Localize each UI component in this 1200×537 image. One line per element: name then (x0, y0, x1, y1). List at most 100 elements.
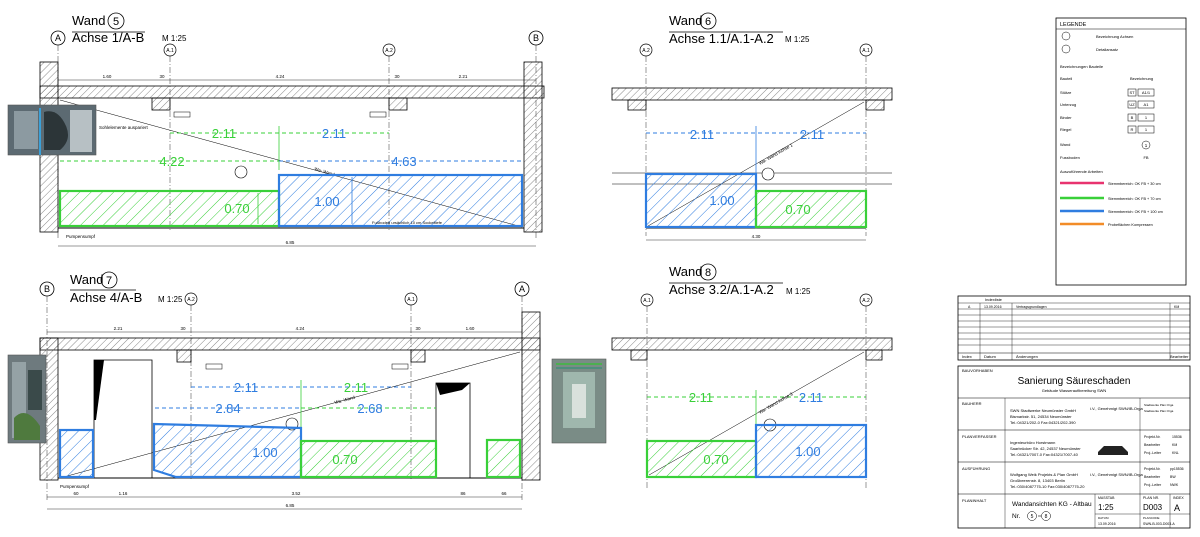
legend-work-30: Stemmbereich: OK FB + 30 cm (1060, 181, 1161, 186)
index-value: A (1174, 503, 1180, 513)
content-title: Wandansichten KG - Altbau (1012, 501, 1092, 508)
wall-6-number: 6 (705, 16, 711, 28)
wall-7-top-dim-4: 30 (415, 326, 421, 331)
exec-line-1: Wolfgang Weik Projekts & Plan GmbH (1010, 472, 1078, 477)
svg-text:Stemmbereich: OK FB + 30 cm: Stemmbereich: OK FB + 30 cm (1108, 182, 1161, 186)
svg-text:Stemmbereich: OK FB + 100 cm: Stemmbereich: OK FB + 100 cm (1108, 210, 1163, 214)
exec-right-1-label: Projekt-Nr. (1144, 467, 1161, 471)
wall-7-green-dim-2: 2.11 (344, 380, 368, 395)
wall-5-wall-note: Wa- Wand (314, 166, 336, 177)
wall-6-wall-note: Wa- Wand Achse 1 (758, 142, 794, 166)
wall-7-bottom-dim-1: 60 (73, 491, 79, 496)
svg-text:B: B (1131, 115, 1134, 120)
planner-right-1-label: Projekt-Nr. (1144, 435, 1161, 439)
content-num-2: 8 (1045, 514, 1048, 520)
wall-7-beam-tag-left (205, 363, 223, 370)
client-right-2: Stadtwerke Plan Orga (1144, 409, 1174, 413)
wall-8-number: 8 (705, 267, 711, 279)
svg-text:A.2: A.2 (862, 298, 870, 304)
legend-axis-symbol (1061, 31, 1071, 41)
wall-7-number-circle (100, 271, 118, 289)
wall-7-mid-green-dim: 2.68 (357, 401, 382, 416)
title-block: BAUVORHABEN Sanierung Säureschaden Gebäu… (957, 365, 1191, 529)
svg-text:Unterzug: Unterzug (1060, 102, 1076, 107)
wall-7-mid-blue-dim: 2.84 (215, 401, 240, 416)
exec-right-3-label: Proj.-Leiter (1144, 483, 1162, 487)
wall-5-left-note: Sohlelemente auspariert (99, 125, 149, 130)
svg-text:Stütze: Stütze (1060, 90, 1072, 95)
svg-text:A.2: A.2 (385, 48, 393, 54)
exec-stamp: i.V., Genehmigt SWN/IB-Orga (1090, 472, 1144, 477)
wall-7-ceiling-slab (39, 337, 541, 351)
wall-5-beam-left (151, 97, 171, 111)
content-num-1-circle (1027, 511, 1037, 521)
svg-text:1: 1 (1145, 143, 1148, 148)
wall-5-mid-green-dim: 4.22 (159, 154, 184, 169)
plan-value: D003 (1143, 503, 1163, 512)
legend-title: LEGENDE (1060, 22, 1087, 28)
wall-5-axis: Achse 1/A-B (72, 30, 144, 45)
legend-frame (1055, 17, 1187, 286)
wall-8-green-dim-2: 2.11 (799, 390, 823, 405)
wall-7-number: 7 (106, 275, 112, 287)
revision-row1-editor: KM (1174, 305, 1179, 309)
wall-5-detail-marker (234, 165, 248, 179)
wall-6-title: Wand (669, 13, 702, 28)
legend-row-floor: Fussboden FB (1060, 155, 1149, 160)
planner-right-2-label: Bearbeiter (1144, 443, 1161, 447)
wall-7-top-dim-2: 30 (180, 326, 186, 331)
wall-5-green-zone-label: 0.70 (224, 201, 249, 216)
revision-title: Indexliste (985, 297, 1003, 302)
wall-8-axis-marker-a1: A.1 (640, 293, 654, 490)
svg-text:1: 1 (1145, 127, 1148, 132)
legend-works-header: Auszuführende Arbeiten (1060, 169, 1103, 174)
wall-6-green-zone (754, 189, 868, 229)
svg-text:Probeflächen Kompressen: Probeflächen Kompressen (1108, 223, 1153, 227)
wall-7-wall-note: Wa- Wand (334, 395, 356, 405)
wall-8-green-zone (645, 439, 758, 479)
planner-right-1-value: 15536 (1172, 435, 1182, 439)
legend-row-binder: Binder B 1 (1060, 113, 1155, 122)
legend-work-70: Stemmbereich: OK FB + 70 cm (1060, 196, 1161, 201)
date-value: 13.09.2016 (1098, 522, 1116, 526)
content-nr: Nr. (1012, 513, 1021, 520)
exec-line-3: Tel.:030/4087775-10 Fax:030/4087775-20 (1010, 484, 1085, 489)
wall-8-wall-note: Wa- Wand Achse 3 (758, 391, 794, 415)
svg-text:FB: FB (1143, 155, 1148, 160)
wall-5-number: 5 (113, 16, 119, 28)
wall-8-number-circle (699, 263, 717, 281)
planner-right-3-label: Proj.-Leiter (1144, 451, 1162, 455)
wall-7-door-left (93, 359, 153, 478)
svg-text:ST: ST (1129, 90, 1135, 95)
wall-5-top-dim-4: 30 (394, 74, 400, 79)
svg-text:Fussboden: Fussboden (1060, 155, 1080, 160)
revision-row1-date: 13.09.2016 (984, 305, 1002, 309)
wall-8-beam-right (865, 349, 883, 361)
photo-wall-5 (7, 104, 97, 156)
wall-8-blue-zone-label: 1.00 (795, 444, 820, 459)
file-label: PLANCODE (1143, 516, 1160, 520)
svg-text:A1/1: A1/1 (1142, 90, 1151, 95)
client-line-2: Bismarkstr. 51, 24534 Neumünster (1010, 414, 1072, 419)
exec-right-3-value: NWK (1170, 483, 1179, 487)
wall-6-green-dim-2: 2.11 (800, 127, 824, 142)
exec-right-2-label: Bearbeiter (1144, 475, 1161, 479)
wall-5-beam-tag-right (369, 111, 387, 118)
exec-line-2: Großbeerenstr. 8, 13403 Berlin (1010, 478, 1065, 483)
wall-6-blue-zone-label: 1.00 (709, 193, 734, 208)
wall-5-mid-blue-dim: 4.63 (391, 154, 416, 169)
wall-7-beam-left (176, 349, 192, 363)
index-label: INDEX (1173, 496, 1184, 500)
wall-8-axis-marker-a2: A.2 (859, 293, 873, 490)
plan-label: PLAN NR. (1143, 496, 1159, 500)
revision-row1-index: A (968, 305, 971, 309)
legend-row-stuetze: Stütze ST A1/1 (1060, 88, 1155, 97)
wall-7-beam-right (410, 349, 426, 363)
wall-5-view: Wand 5 Achse 1/A-B M 1:25 A A.1 A.2 B (39, 12, 545, 247)
svg-text:A.1: A.1 (862, 48, 870, 54)
svg-text:B: B (533, 33, 539, 43)
wall-6-ceiling-slab (611, 87, 893, 101)
svg-text:A.2: A.2 (642, 48, 650, 54)
wall-7-blue-zone-mid (152, 422, 303, 479)
file-value: SWN-B-003-D003-A (1143, 522, 1175, 526)
